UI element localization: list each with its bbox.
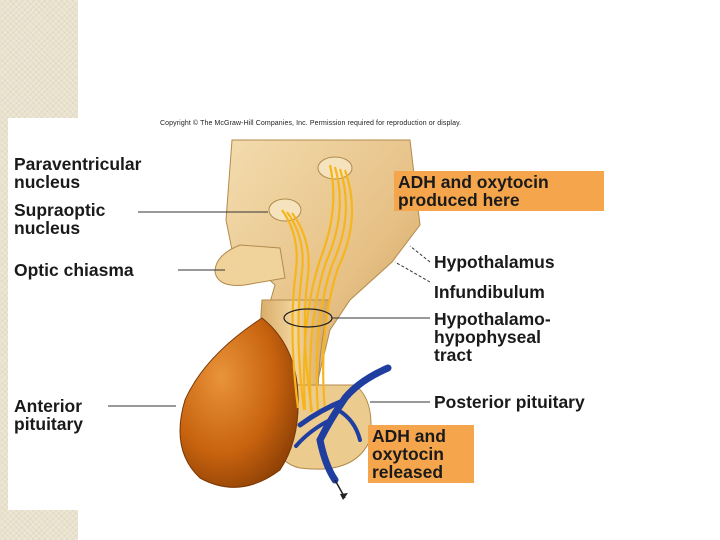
label-paraventricular-line1: Paraventricular: [14, 154, 142, 174]
label-optic-chiasma: Optic chiasma: [14, 260, 134, 280]
callout-produced-line2: produced here: [398, 190, 520, 210]
copyright-notice: Copyright © The McGraw-Hill Companies, I…: [160, 120, 462, 127]
callout-released-line3: released: [372, 462, 444, 482]
label-supraoptic-line1: Supraoptic: [14, 200, 106, 220]
label-hypothalamus: Hypothalamus: [434, 252, 555, 272]
label-anterior-line1: Anterior: [14, 396, 83, 416]
optic-chiasma-shape: [214, 244, 286, 286]
callout-produced-line1: ADH and oxytocin: [398, 172, 549, 192]
label-supraoptic-line2: nucleus: [14, 218, 81, 238]
callout-produced-here: ADH and oxytocin produced here: [394, 171, 604, 211]
nerve-fibers: [281, 164, 354, 414]
leader-lines: [108, 211, 431, 407]
label-paraventricular-line2: nucleus: [14, 172, 81, 192]
anterior-pituitary-shape: [179, 317, 299, 488]
blood-vessels: [294, 364, 392, 484]
label-infundibulum: Infundibulum: [434, 282, 545, 302]
label-anterior-line2: pituitary: [14, 414, 84, 434]
label-posterior-pituitary: Posterior pituitary: [434, 392, 585, 412]
label-tract-line2: hypophyseal: [434, 327, 541, 347]
callout-released-line1: ADH and: [372, 426, 446, 446]
label-tract-line3: tract: [434, 345, 472, 365]
callout-released: ADH and oxytocin released: [368, 425, 474, 483]
label-tract-line1: Hypothalamo-: [434, 309, 551, 329]
callout-released-line2: oxytocin: [372, 444, 444, 464]
